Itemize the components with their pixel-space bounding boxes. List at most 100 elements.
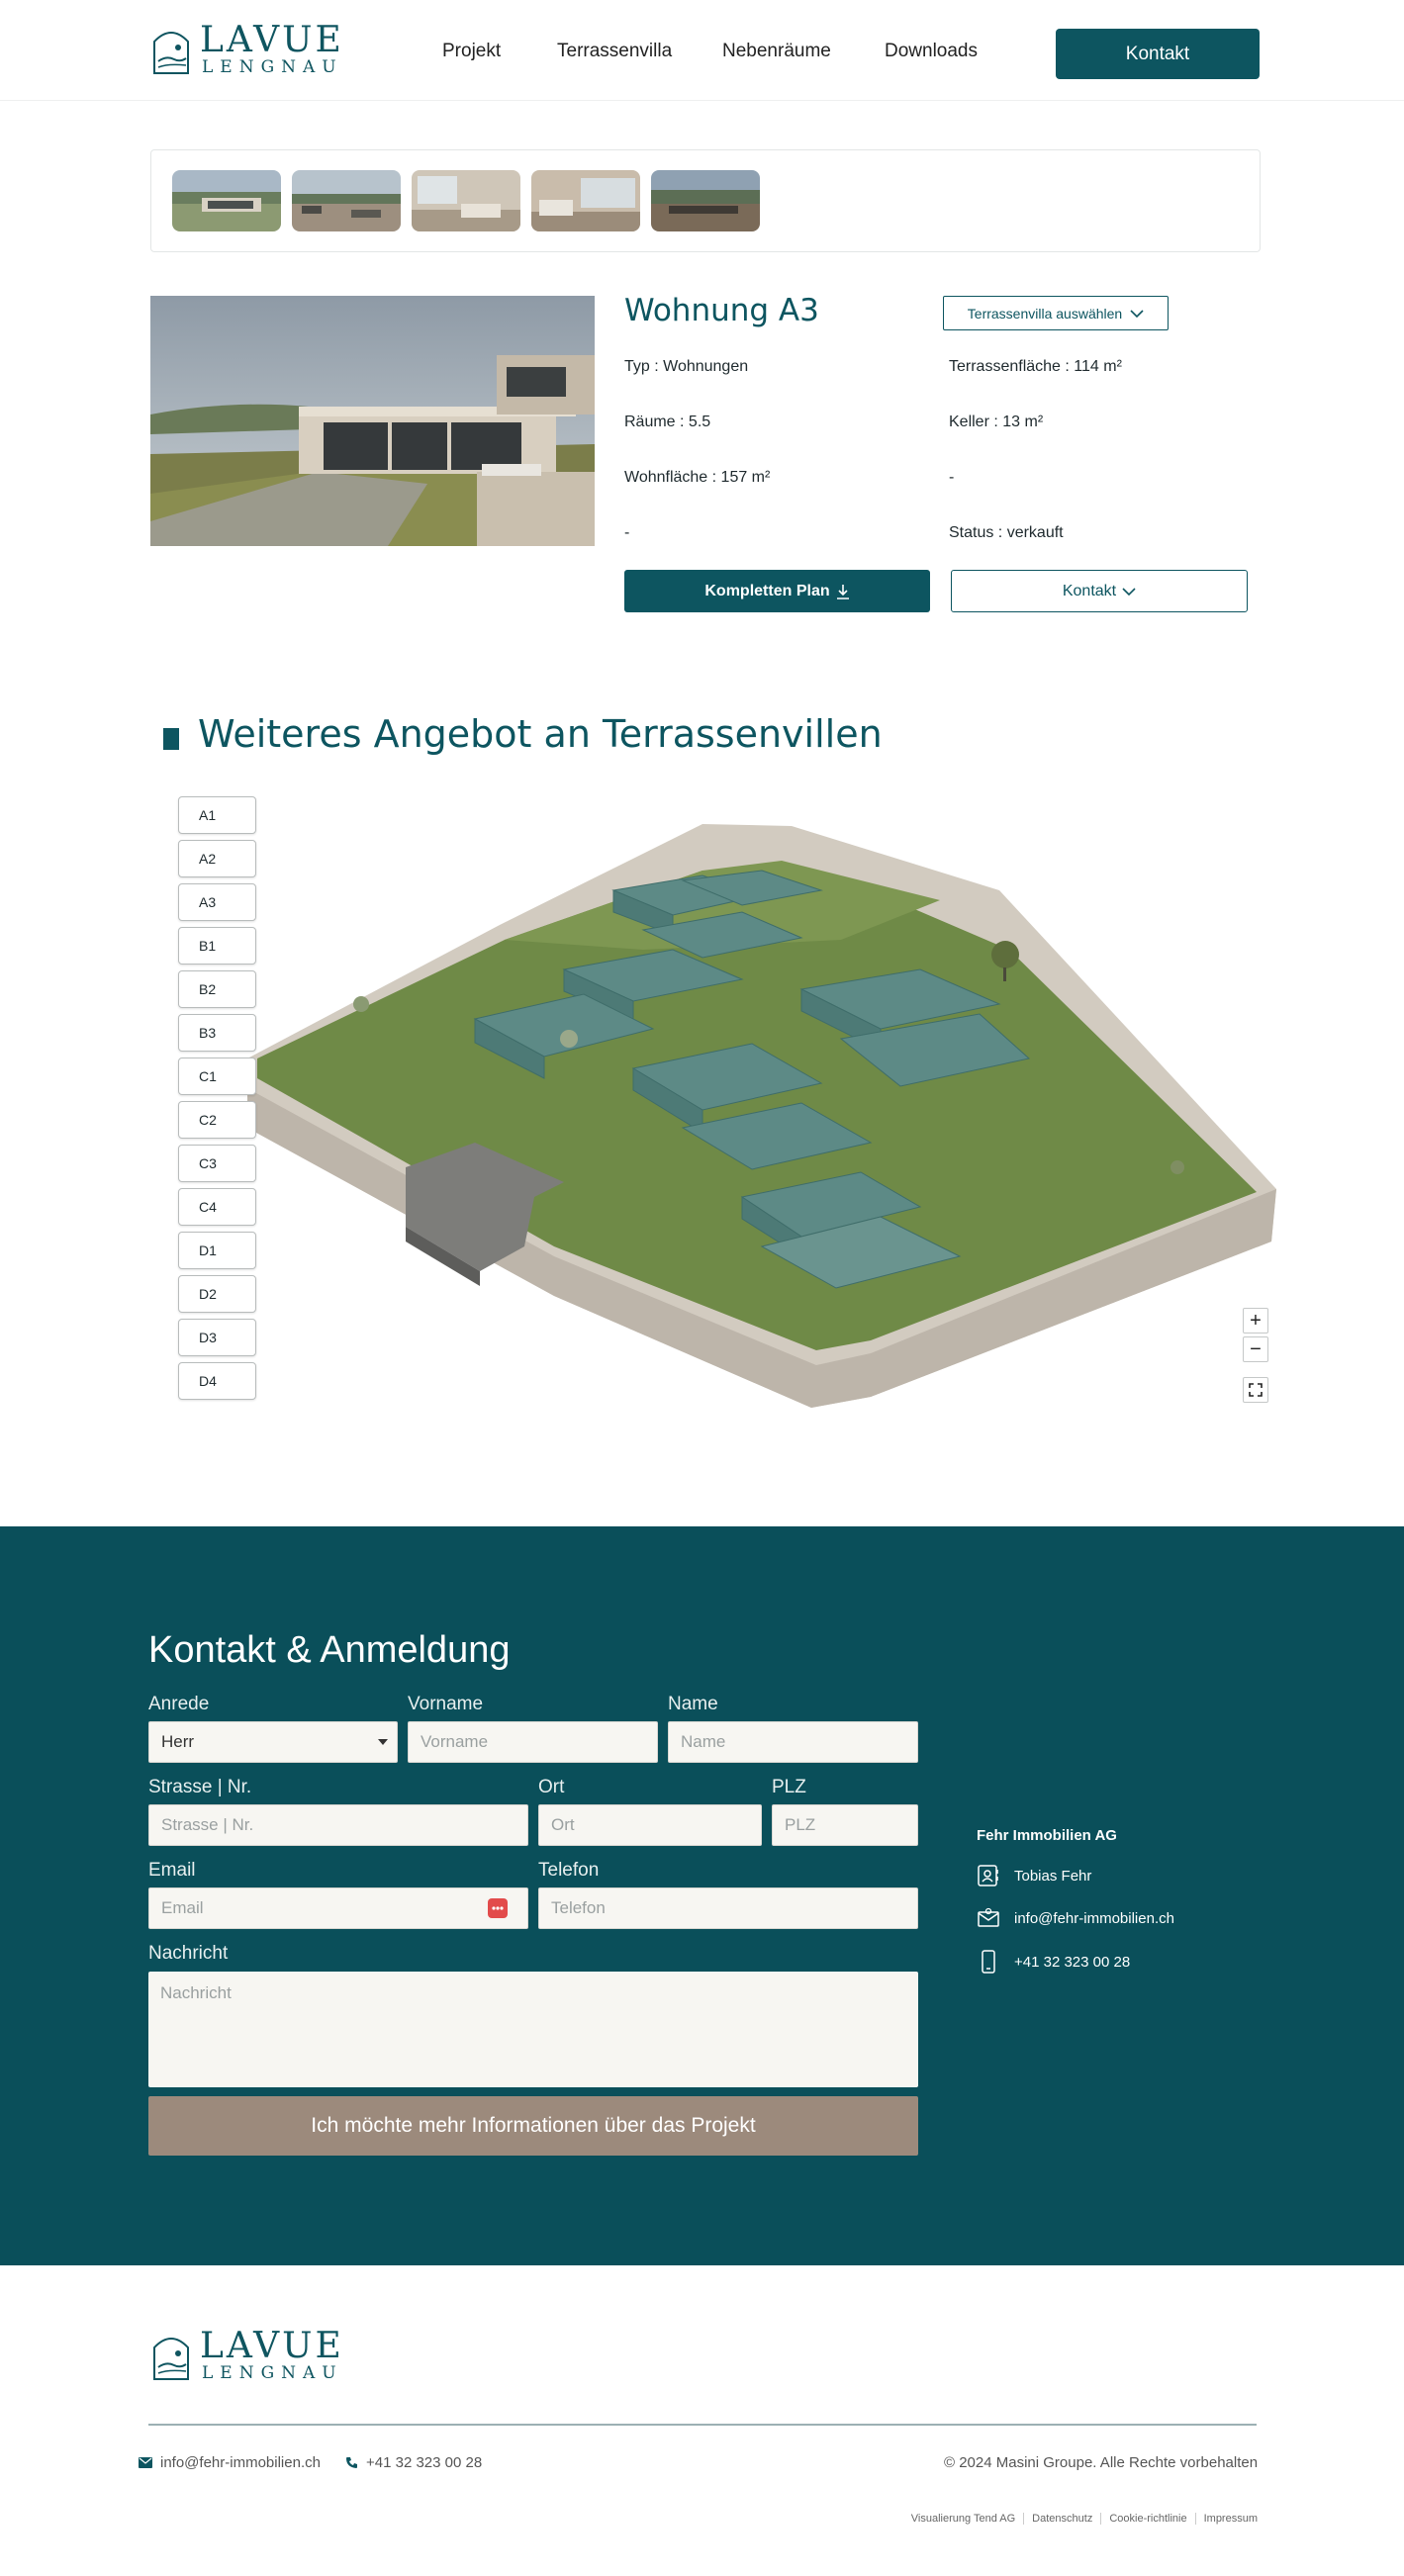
contact-heading: Kontakt & Anmeldung — [148, 1629, 511, 1671]
zoom-in-button[interactable]: + — [1243, 1308, 1268, 1334]
logo-mark-icon — [153, 2338, 189, 2380]
label-plz: PLZ — [772, 1777, 806, 1797]
footer-brand-subname: LENGNAU — [202, 2363, 343, 2383]
complete-plan-button[interactable]: Kompletten Plan — [624, 570, 930, 612]
contact-phone[interactable]: +41 32 323 00 28 — [977, 1950, 1130, 1974]
site-3d-model[interactable] — [228, 791, 1286, 1425]
strasse-input[interactable]: Strasse | Nr. — [148, 1804, 528, 1846]
brand-subname: LENGNAU — [202, 57, 343, 77]
download-icon — [836, 584, 849, 599]
unit-contact-button[interactable]: Kontakt — [951, 570, 1248, 612]
unit-button-d3[interactable]: D3 — [178, 1319, 256, 1356]
label-email: Email — [148, 1860, 196, 1881]
unit-button-d2[interactable]: D2 — [178, 1275, 256, 1313]
anrede-value: Herr — [161, 1732, 195, 1751]
legal-links: Visualierung Tend AG Datenschutz Cookie-… — [903, 2513, 1265, 2525]
footer-brand-name: LAVUE — [200, 2326, 344, 2366]
unit-button-d1[interactable]: D1 — [178, 1232, 256, 1269]
fullscreen-icon — [1249, 1383, 1263, 1397]
ort-input[interactable]: Ort — [538, 1804, 762, 1846]
unit-button-c4[interactable]: C4 — [178, 1188, 256, 1226]
footer-email-text: info@fehr-immobilien.ch — [160, 2454, 321, 2471]
site-header: LAVUE LENGNAU Projekt Terrassenvilla Neb… — [0, 0, 1404, 101]
villa-select-label: Terrassenvilla auswählen — [967, 305, 1123, 322]
spec-type: Typ : Wohnungen — [624, 358, 749, 375]
contact-email[interactable]: info@fehr-immobilien.ch — [977, 1906, 1174, 1930]
telefon-input[interactable]: Telefon — [538, 1887, 918, 1929]
unit-button-b1[interactable]: B1 — [178, 927, 256, 965]
link-impressum[interactable]: Impressum — [1194, 2513, 1265, 2525]
vorname-input[interactable]: Vorname — [408, 1721, 658, 1763]
unit-button-b2[interactable]: B2 — [178, 970, 256, 1008]
unit-button-a1[interactable]: A1 — [178, 796, 256, 834]
mail-icon — [978, 1907, 999, 1927]
nachricht-textarea[interactable]: Nachricht — [148, 1972, 918, 2087]
complete-plan-label: Kompletten Plan — [704, 582, 830, 599]
anrede-select[interactable]: Herr — [148, 1721, 398, 1763]
unit-button-a2[interactable]: A2 — [178, 840, 256, 877]
link-cookie[interactable]: Cookie-richtlinie — [1100, 2513, 1194, 2525]
nav-nebenraeume[interactable]: Nebenräume — [722, 41, 831, 61]
contact-person: Tobias Fehr — [977, 1864, 1091, 1887]
villa-select[interactable]: Terrassenvilla auswählen — [943, 296, 1169, 330]
label-nachricht: Nachricht — [148, 1943, 229, 1964]
image-gallery — [150, 149, 1261, 252]
link-visualisierung[interactable]: Visualierung Tend AG — [910, 2513, 1016, 2525]
envelope-icon — [139, 2457, 152, 2468]
label-ort: Ort — [538, 1777, 565, 1797]
unit-button-b3[interactable]: B3 — [178, 1014, 256, 1052]
email-input[interactable]: Email — [148, 1887, 528, 1929]
unit-button-a3[interactable]: A3 — [178, 883, 256, 921]
footer-phone[interactable]: +41 32 323 00 28 — [345, 2454, 482, 2471]
header-contact-button[interactable]: Kontakt — [1056, 29, 1260, 79]
unit-button-c2[interactable]: C2 — [178, 1101, 256, 1139]
unit-button-d4[interactable]: D4 — [178, 1362, 256, 1400]
brand-logo[interactable]: LAVUE LENGNAU — [150, 20, 344, 77]
submit-button[interactable]: Ich möchte mehr Informationen über das P… — [148, 2096, 918, 2156]
spec-living-area: Wohnfläche : 157 m² — [624, 469, 771, 486]
nav-projekt[interactable]: Projekt — [442, 41, 502, 61]
gallery-thumb[interactable] — [651, 170, 760, 231]
gallery-thumb[interactable] — [172, 170, 281, 231]
unit-render-image — [150, 296, 595, 546]
label-anrede: Anrede — [148, 1694, 210, 1714]
gallery-thumb[interactable] — [531, 170, 640, 231]
logo-mark-icon — [153, 32, 189, 74]
link-datenschutz[interactable]: Datenschutz — [1023, 2513, 1100, 2525]
gallery-thumb[interactable] — [412, 170, 520, 231]
nav-terrassenvilla[interactable]: Terrassenvilla — [557, 41, 673, 61]
label-vorname: Vorname — [408, 1694, 484, 1714]
mobile-phone-icon — [982, 1950, 995, 1974]
password-manager-icon[interactable] — [488, 1898, 508, 1918]
chevron-down-icon — [1130, 309, 1144, 318]
unit-title: Wohnung A3 — [624, 293, 819, 328]
label-strasse: Strasse | Nr. — [148, 1777, 252, 1797]
contact-phone-text: +41 32 323 00 28 — [1014, 1953, 1131, 1971]
footer-phone-text: +41 32 323 00 28 — [366, 2454, 483, 2471]
footer-logo[interactable]: LAVUE LENGNAU — [150, 2326, 344, 2383]
spec-terrace-area: Terrassenfläche : 114 m² — [949, 358, 1122, 375]
chevron-down-icon — [1122, 587, 1136, 596]
plz-input[interactable]: PLZ — [772, 1804, 918, 1846]
brand-name: LAVUE — [200, 20, 344, 60]
spec-empty-left: - — [624, 524, 630, 541]
copyright: © 2024 Masini Groupe. Alle Rechte vorbeh… — [944, 2454, 1259, 2471]
footer-email[interactable]: info@fehr-immobilien.ch — [139, 2454, 321, 2471]
unit-button-c1[interactable]: C1 — [178, 1058, 256, 1095]
label-name: Name — [668, 1694, 718, 1714]
offer-section-title: Weiteres Angebot an Terrassenvillen — [198, 712, 883, 756]
zoom-out-button[interactable]: − — [1243, 1336, 1268, 1362]
unit-contact-label: Kontakt — [1062, 582, 1117, 599]
unit-button-c3[interactable]: C3 — [178, 1145, 256, 1182]
label-telefon: Telefon — [538, 1860, 600, 1881]
spec-status: Status : verkauft — [949, 524, 1064, 541]
contact-section: Kontakt & Anmeldung Anrede Vorname Name … — [0, 1526, 1404, 2265]
footer-divider — [148, 2424, 1257, 2426]
nav-downloads[interactable]: Downloads — [885, 41, 978, 61]
name-input[interactable]: Name — [668, 1721, 918, 1763]
section-marker — [163, 728, 179, 750]
spec-empty-right: - — [949, 469, 955, 486]
company-name: Fehr Immobilien AG — [977, 1827, 1117, 1844]
gallery-thumb[interactable] — [292, 170, 401, 231]
fullscreen-button[interactable] — [1243, 1377, 1268, 1403]
